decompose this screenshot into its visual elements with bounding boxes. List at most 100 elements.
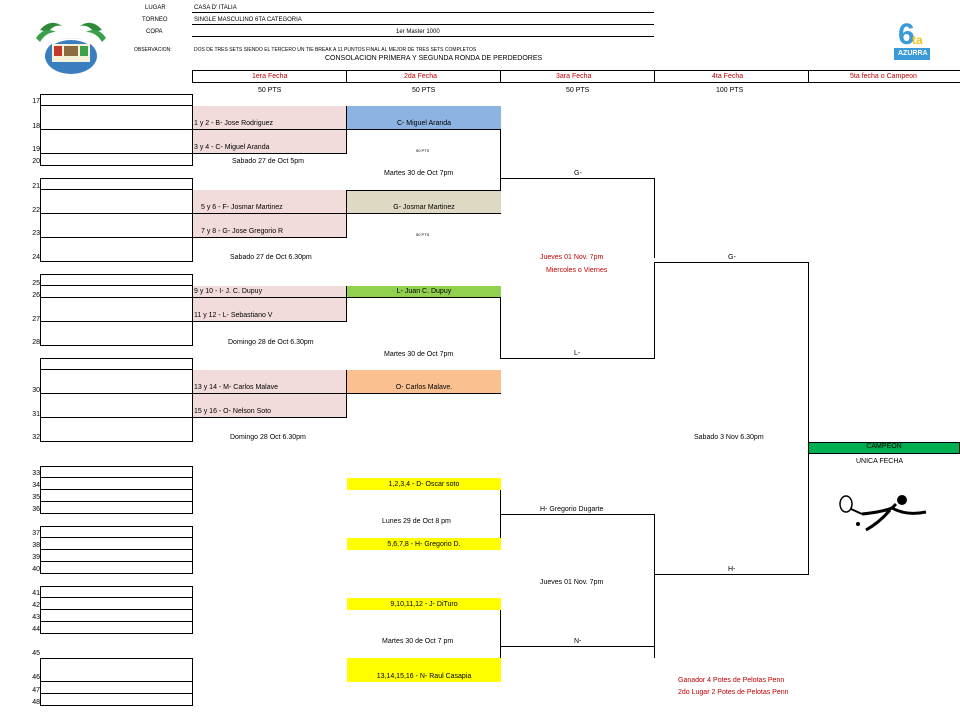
prize-second: 2do Lugar 2 Potes de Pelotas Penn [678,689,789,696]
entry-box [40,694,193,706]
match-label: 1 y 2 - B- Jose Rodriguez [194,120,273,127]
entry-box [40,286,193,298]
row-number: 47 [32,687,40,694]
entry-box [40,214,193,238]
entry-box [40,478,193,490]
round1-match: 11 y 12 - L- Sebastiano V [193,298,347,322]
round1-match: 1 y 2 - B- Jose Rodriguez [193,106,347,130]
match-date: Miercoles o Viernes [546,267,608,274]
entry-box [40,562,193,574]
entry-box [40,130,193,154]
match-label: 15 y 16 - O- Nelson Soto [194,408,272,415]
campeon-header: CAMPEON [808,442,960,454]
prize-first: Ganador 4 Potes de Pelotas Penn [678,677,785,684]
copa-label: COPA [146,29,163,35]
azurra-logo-text: AZURRA [898,50,928,57]
round-3-header: 3ara Fecha [556,73,592,80]
row-number: 44 [32,626,40,633]
winner-label: L- Juan C. Dupuy [396,288,452,295]
match-date: Sabado 27 de Oct 6.30pm [230,254,312,261]
match-label: 5 y 6 - F- Josmar Martinez [201,204,283,211]
row-number: 27 [32,316,40,323]
row-number: 28 [32,339,40,346]
round-1-pts: 50 PTS [258,87,282,94]
round1-match: 13 y 14 - M- Carlos Malave [193,370,347,394]
row-number: 22 [32,207,40,214]
round-4-pts: 100 PTS [716,87,744,94]
row-number: 32 [32,434,40,441]
row-number: 25 [32,280,40,287]
entry-box [40,298,193,322]
row-number: 48 [32,699,40,706]
group-winner: 13,14,15,16 - N- Raul Casapia [347,658,501,682]
winner-label: C- Miguel Aranda [396,120,452,127]
entry-box [40,190,193,214]
round2-winner: O- Carlos Malave. [347,370,501,394]
entry-box [40,394,193,418]
small-pts-note: 50 PTS [416,232,430,237]
round1-match: 9 y 10 - I- J. C. Dupuy [193,286,347,298]
match-date: Sabado 27 de Oct 5pm [232,158,304,165]
entry-box [40,106,193,130]
row-number: 17 [32,98,40,105]
match-date: Lunes 29 de Oct 8 pm [382,518,451,525]
entry-box [40,358,193,370]
row-number: 30 [32,387,40,394]
campeon-sub: UNICA FECHA [856,458,904,465]
entry-box [40,586,193,598]
lugar-label: LUGAR [145,5,166,11]
match-label: 7 y 8 - G- Jose Gregorio R [201,228,284,235]
club-logo [30,14,112,76]
entry-box [40,490,193,502]
entry-box [40,598,193,610]
entry-box [40,682,193,694]
row-number: 36 [32,506,40,513]
round4-slot: G- [728,254,736,261]
round1-match: 3 y 4 - C- Miguel Aranda [193,130,347,154]
row-number: 38 [32,542,40,549]
observacion-value: DOS DE TRES SETS SIENDO EL TERCERO UN TI… [194,47,477,53]
observacion-label: OBSERVACION: [134,47,172,53]
round4-slot: H- [728,566,736,573]
entry-box [40,274,193,286]
entry-box [40,238,193,262]
torneo-value: SINGLE MASCULINO 6TA CATEGORIA [194,17,302,23]
round3-slot: L- [574,350,581,357]
page-subtitle: CONSOLACION PRIMERA Y SEGUNDA RONDA DE P… [325,55,543,62]
row-number: 43 [32,614,40,621]
match-date: Domingo 28 Oct 6.30pm [230,434,306,441]
row-number: 42 [32,602,40,609]
round-1-header: 1era Fecha [252,73,288,80]
row-number: 40 [32,566,40,573]
entry-box [40,418,193,442]
match-date: Jueves 01 Nov. 7pm [540,579,604,586]
azurra-logo: 6 ta AZURRA [892,14,932,62]
row-number: 41 [32,590,40,597]
campeon-label: CAMPEON [866,443,902,450]
entry-box [40,550,193,562]
entry-box [40,178,193,190]
group-winner: 9,10,11,12 - J- DiTuro [347,598,501,610]
group-final-label: N- [574,638,582,645]
match-label: 3 y 4 - C- Miguel Aranda [194,144,270,151]
row-number: 35 [32,494,40,501]
group-winner: 1,2,3,4 - D- Oscar soto [347,478,501,490]
row-number: 21 [32,183,40,190]
round1-match: 15 y 16 - O- Nelson Soto [193,394,347,418]
round2-winner: C- Miguel Aranda [347,106,501,130]
entry-box [40,622,193,634]
entry-box [40,502,193,514]
round2-winner: G- Josmar Martinez [347,190,501,214]
entry-box [40,658,193,682]
row-number: 31 [32,411,40,418]
tennis-player-icon [836,490,932,534]
winner-label: O- Carlos Malave. [395,384,453,391]
row-number: 46 [32,674,40,681]
entry-box [40,610,193,622]
row-number: 34 [32,482,40,489]
torneo-label: TORNEO [142,17,168,23]
entry-box [40,538,193,550]
group-label: 5,6,7,8 - H- Gregorio D. [387,541,461,548]
row-number: 23 [32,230,40,237]
match-label: 9 y 10 - I- J. C. Dupuy [194,288,263,295]
